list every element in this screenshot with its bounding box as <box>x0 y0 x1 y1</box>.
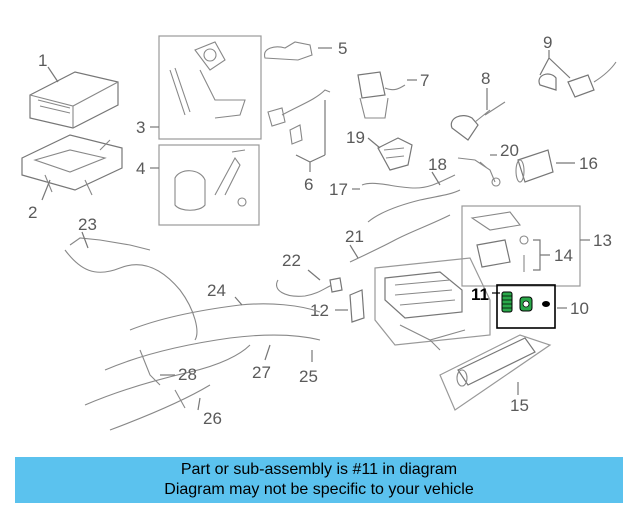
callout-27: 27 <box>252 363 271 382</box>
part-5-sensor: 5 <box>264 39 347 61</box>
callout-25: 25 <box>299 367 318 386</box>
part-10-box: 10 <box>496 284 589 329</box>
part-1-control-module: 1 <box>29 51 119 129</box>
part-15-reservoir: 15 <box>439 334 552 415</box>
part-22-harness: 22 <box>276 251 343 297</box>
part-19-bracket: 19 <box>346 128 413 171</box>
part-17-18-lines: 17 18 <box>329 155 456 199</box>
callout-21: 21 <box>345 227 364 246</box>
part-compressor-assembly <box>374 257 491 351</box>
callout-24: 24 <box>207 281 226 300</box>
banner-line-2: Diagram may not be specific to your vehi… <box>164 481 474 498</box>
part-9-connector: 9 <box>538 33 617 98</box>
callout-7: 7 <box>420 71 429 90</box>
callout-3: 3 <box>136 118 145 137</box>
part-11-highlighted: 11 <box>471 285 550 313</box>
part-8-key: 8 <box>450 69 506 141</box>
part-16-filter: 16 <box>515 149 598 183</box>
part-24-28-lines: 24 25 26 27 28 <box>84 281 321 431</box>
callout-11: 11 <box>471 285 489 304</box>
callout-5: 5 <box>338 39 347 58</box>
part-12-bracket: 12 <box>310 289 365 323</box>
part-4-sensor-group: 4 <box>136 144 260 226</box>
callout-13: 13 <box>593 231 612 250</box>
callout-10: 10 <box>570 299 589 318</box>
part-2-bracket: 2 <box>21 134 123 222</box>
parts-diagram: 1 2 3 4 5 6 7 <box>21 33 617 431</box>
part-13-valve-group: 14 13 <box>461 205 612 287</box>
callout-1: 1 <box>38 51 47 70</box>
callout-15: 15 <box>510 396 529 415</box>
callout-4: 4 <box>136 159 145 178</box>
callout-22: 22 <box>282 251 301 270</box>
callout-8: 8 <box>481 69 490 88</box>
part-3-sensor-group: 3 <box>136 35 262 140</box>
callout-17: 17 <box>329 180 348 199</box>
part-21-line: 21 <box>345 189 461 263</box>
callout-14: 14 <box>554 246 573 265</box>
callout-6: 6 <box>304 175 313 194</box>
banner-line-1: Part or sub-assembly is #11 in diagram <box>180 461 458 478</box>
part-7-compressor-relay: 7 <box>357 71 429 119</box>
callout-26: 26 <box>203 409 222 428</box>
part-6-harness: 6 <box>267 89 331 194</box>
callout-19: 19 <box>346 128 365 147</box>
callout-23: 23 <box>78 215 97 234</box>
callout-16: 16 <box>579 154 598 173</box>
info-banner: Part or sub-assembly is #11 in diagram D… <box>15 457 623 503</box>
part-23-line: 23 <box>64 215 198 341</box>
callout-20: 20 <box>500 141 519 160</box>
callout-28: 28 <box>178 365 197 384</box>
callout-18: 18 <box>428 155 447 174</box>
part-20-sensor: 20 <box>457 141 519 187</box>
callout-9: 9 <box>543 33 552 52</box>
callout-2: 2 <box>28 203 37 222</box>
callout-12: 12 <box>310 301 329 320</box>
